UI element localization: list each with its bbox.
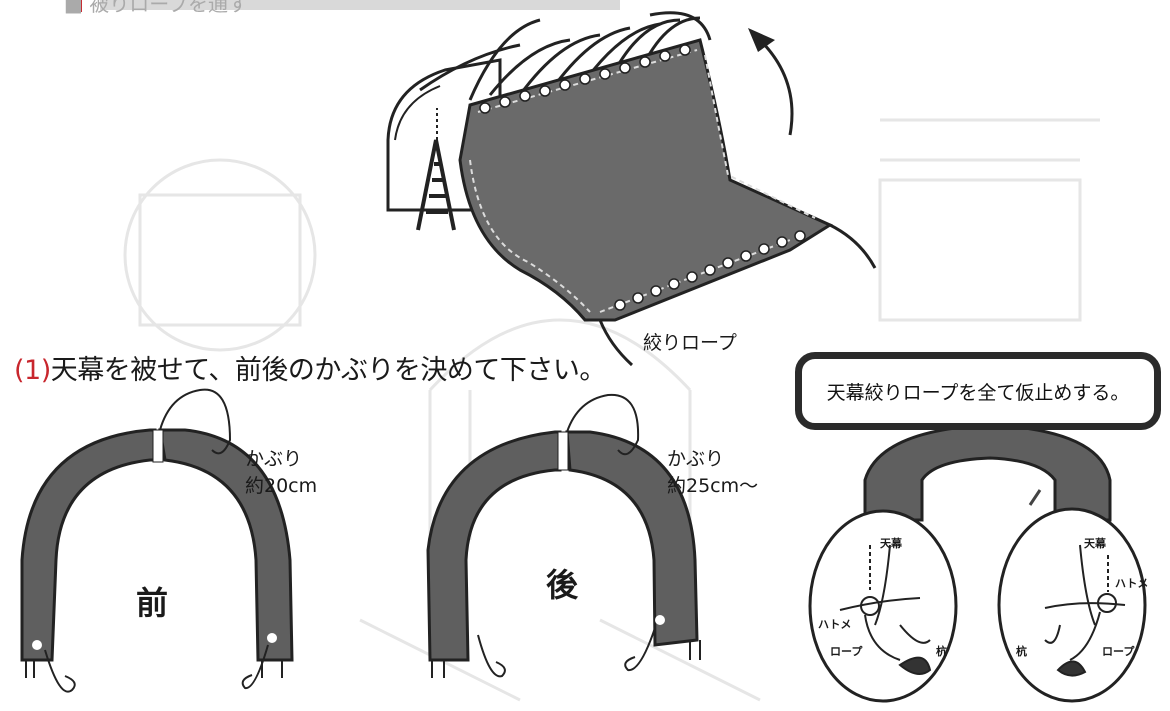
step-text: 天幕を被せて、前後のかぶりを決めて下さい。 <box>50 355 607 386</box>
detail-right-stake: 杭 <box>1016 645 1027 658</box>
front-label: 前 <box>136 584 169 622</box>
tie-down-detail <box>808 423 1147 703</box>
detail-left-grommet: ハトメ <box>818 618 852 631</box>
top-banner-text: ■ 被りロープを通す <box>64 0 249 16</box>
detail-left-canopy: 天幕 <box>880 537 902 550</box>
detail-right-canopy: 天幕 <box>1084 537 1106 550</box>
front-overlap-size: 約20cm <box>245 475 318 497</box>
lift-arrow-icon <box>748 28 794 136</box>
front-canopy-diagram <box>20 388 294 693</box>
back-overlap-size: 約25cm〜 <box>667 475 759 497</box>
back-overlap-word: かぶり <box>667 448 725 470</box>
ladder-icon <box>416 108 456 231</box>
detail-right-rope: ロープ <box>1102 645 1135 658</box>
greenhouse-canopy-illustration <box>386 11 877 367</box>
step-number: (1) <box>14 355 51 386</box>
front-overlap-label: かぶり 約20cm <box>245 446 317 500</box>
rope-label: 絞りロープ <box>643 332 737 354</box>
detail-right-grommet: ハトメ <box>1115 577 1149 590</box>
top-header-fragment <box>68 0 620 12</box>
step-title: (1)天幕を被せて、前後のかぶりを決めて下さい。 <box>14 348 606 387</box>
detail-left-stake: 杭 <box>936 645 947 658</box>
callout-box: 天幕絞りロープを全て仮止めする。 <box>795 352 1161 430</box>
callout-text: 天幕絞りロープを全て仮止めする。 <box>826 381 1130 404</box>
detail-left-rope: ロープ <box>830 645 863 658</box>
back-overlap-label: かぶり 約25cm〜 <box>667 446 758 500</box>
front-overlap-word: かぶり <box>245 448 303 470</box>
back-label: 後 <box>546 566 579 604</box>
back-canopy-diagram <box>426 393 701 678</box>
